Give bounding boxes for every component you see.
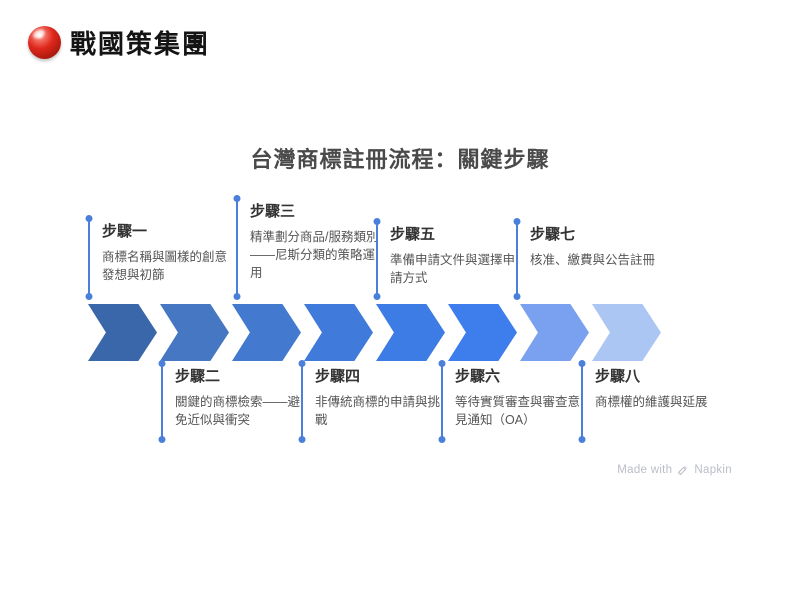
chevron-step-7 <box>520 304 589 361</box>
step-description: 關鍵的商標檢索——避免近似與衝突 <box>175 395 301 428</box>
process-arrow-row <box>88 304 661 361</box>
step-block-5: 步驟五 準備申請文件與選擇申請方式 <box>376 221 520 297</box>
step-description: 精準劃分商品/服務類別——尼斯分類的策略運用 <box>250 230 379 281</box>
watermark-brand: Napkin <box>694 464 732 476</box>
connector-line <box>161 363 163 440</box>
chevron-step-3 <box>232 304 301 361</box>
step-label: 步驟二 <box>175 368 221 385</box>
step-block-8: 步驟八 商標權的維護與延展 <box>581 363 725 440</box>
company-name: 戰國策集團 <box>70 30 211 59</box>
step-description: 等待實質審查與審查意見通知（OA） <box>455 395 581 428</box>
step-block-2: 步驟二 關鍵的商標檢索——避免近似與衝突 <box>161 363 305 440</box>
step-description: 商標權的維護與延展 <box>595 395 708 409</box>
page-title: 台灣商標註冊流程：關鍵步驟 <box>250 147 550 172</box>
step-description: 商標名稱與圖樣的創意發想與初篩 <box>102 250 228 283</box>
connector-line <box>236 198 238 297</box>
step-label: 步驟三 <box>250 203 296 220</box>
connector-line <box>301 363 303 440</box>
chevron-step-8 <box>592 304 661 361</box>
connector-line <box>376 221 378 297</box>
step-block-4: 步驟四 非傳統商標的申請與挑戰 <box>301 363 445 440</box>
chevron-step-6 <box>448 304 517 361</box>
step-block-6: 步驟六 等待實質審查與審查意見通知（OA） <box>441 363 585 440</box>
step-block-1: 步驟一 商標名稱與圖樣的創意發想與初篩 <box>88 218 232 297</box>
chevron-step-4 <box>304 304 373 361</box>
connector-line <box>581 363 583 440</box>
step-label: 步驟五 <box>390 226 436 243</box>
step-label: 步驟六 <box>455 368 501 385</box>
step-description: 準備申請文件與選擇申請方式 <box>390 253 516 286</box>
step-label: 步驟八 <box>595 368 641 385</box>
connector-line <box>516 221 518 297</box>
step-block-7: 步驟七 核准、繳費與公告註冊 <box>516 221 660 297</box>
red-sphere-logo-icon <box>28 26 61 59</box>
step-block-3: 步驟三 精準劃分商品/服務類別——尼斯分類的策略運用 <box>236 198 380 297</box>
chevron-step-1 <box>88 304 157 361</box>
connector-line <box>441 363 443 440</box>
step-label: 步驟一 <box>102 223 148 240</box>
step-label: 步驟七 <box>530 226 576 243</box>
step-description: 核准、繳費與公告註冊 <box>530 253 656 267</box>
connector-line <box>88 218 90 297</box>
chevron-step-2 <box>160 304 229 361</box>
napkin-pen-icon <box>677 464 689 476</box>
watermark-prefix: Made with <box>617 464 673 476</box>
chevron-step-5 <box>376 304 445 361</box>
step-description: 非傳統商標的申請與挑戰 <box>315 395 441 428</box>
step-label: 步驟四 <box>315 368 361 385</box>
made-with-napkin-watermark: Made with Napkin <box>617 464 732 476</box>
company-logo: 戰國策集團 <box>28 24 210 61</box>
